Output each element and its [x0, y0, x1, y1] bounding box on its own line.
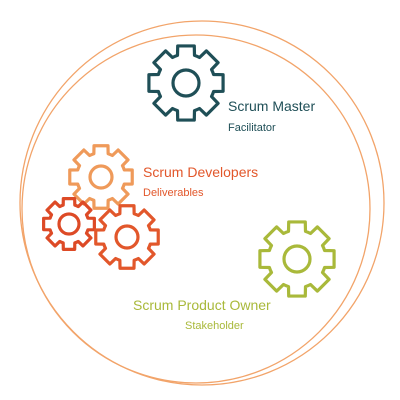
developer-gear-left-icon: [42, 197, 96, 251]
inner-ring-circle: [21, 34, 371, 384]
gear-hole: [88, 164, 114, 190]
gear-hole: [171, 68, 201, 98]
developer-gear-top-icon: [68, 144, 134, 210]
scrum-product-owner-subtitle: Stakeholder: [185, 320, 244, 332]
developer-gear-right-icon: [94, 204, 160, 270]
gear-hole: [57, 212, 81, 236]
product-owner-gear-icon: [258, 220, 336, 298]
scrum-master-title: Scrum Master: [228, 98, 316, 114]
gear-hole: [282, 244, 312, 274]
gear-outline: [258, 220, 336, 298]
scrum-product-owner-title: Scrum Product Owner: [133, 297, 271, 313]
gear-outline: [147, 44, 225, 122]
gear-outline: [94, 204, 160, 270]
gear-outline: [68, 144, 134, 210]
gear-hole: [114, 224, 140, 250]
scrum-master-subtitle: Facilitator: [228, 122, 276, 134]
outer-ring-circle: [19, 20, 385, 386]
scrum-master-gear-icon: [147, 44, 225, 122]
gear-outline: [42, 197, 96, 251]
scrum-developers-subtitle: Deliverables: [143, 187, 204, 199]
scrum-developers-title: Scrum Developers: [143, 164, 259, 180]
